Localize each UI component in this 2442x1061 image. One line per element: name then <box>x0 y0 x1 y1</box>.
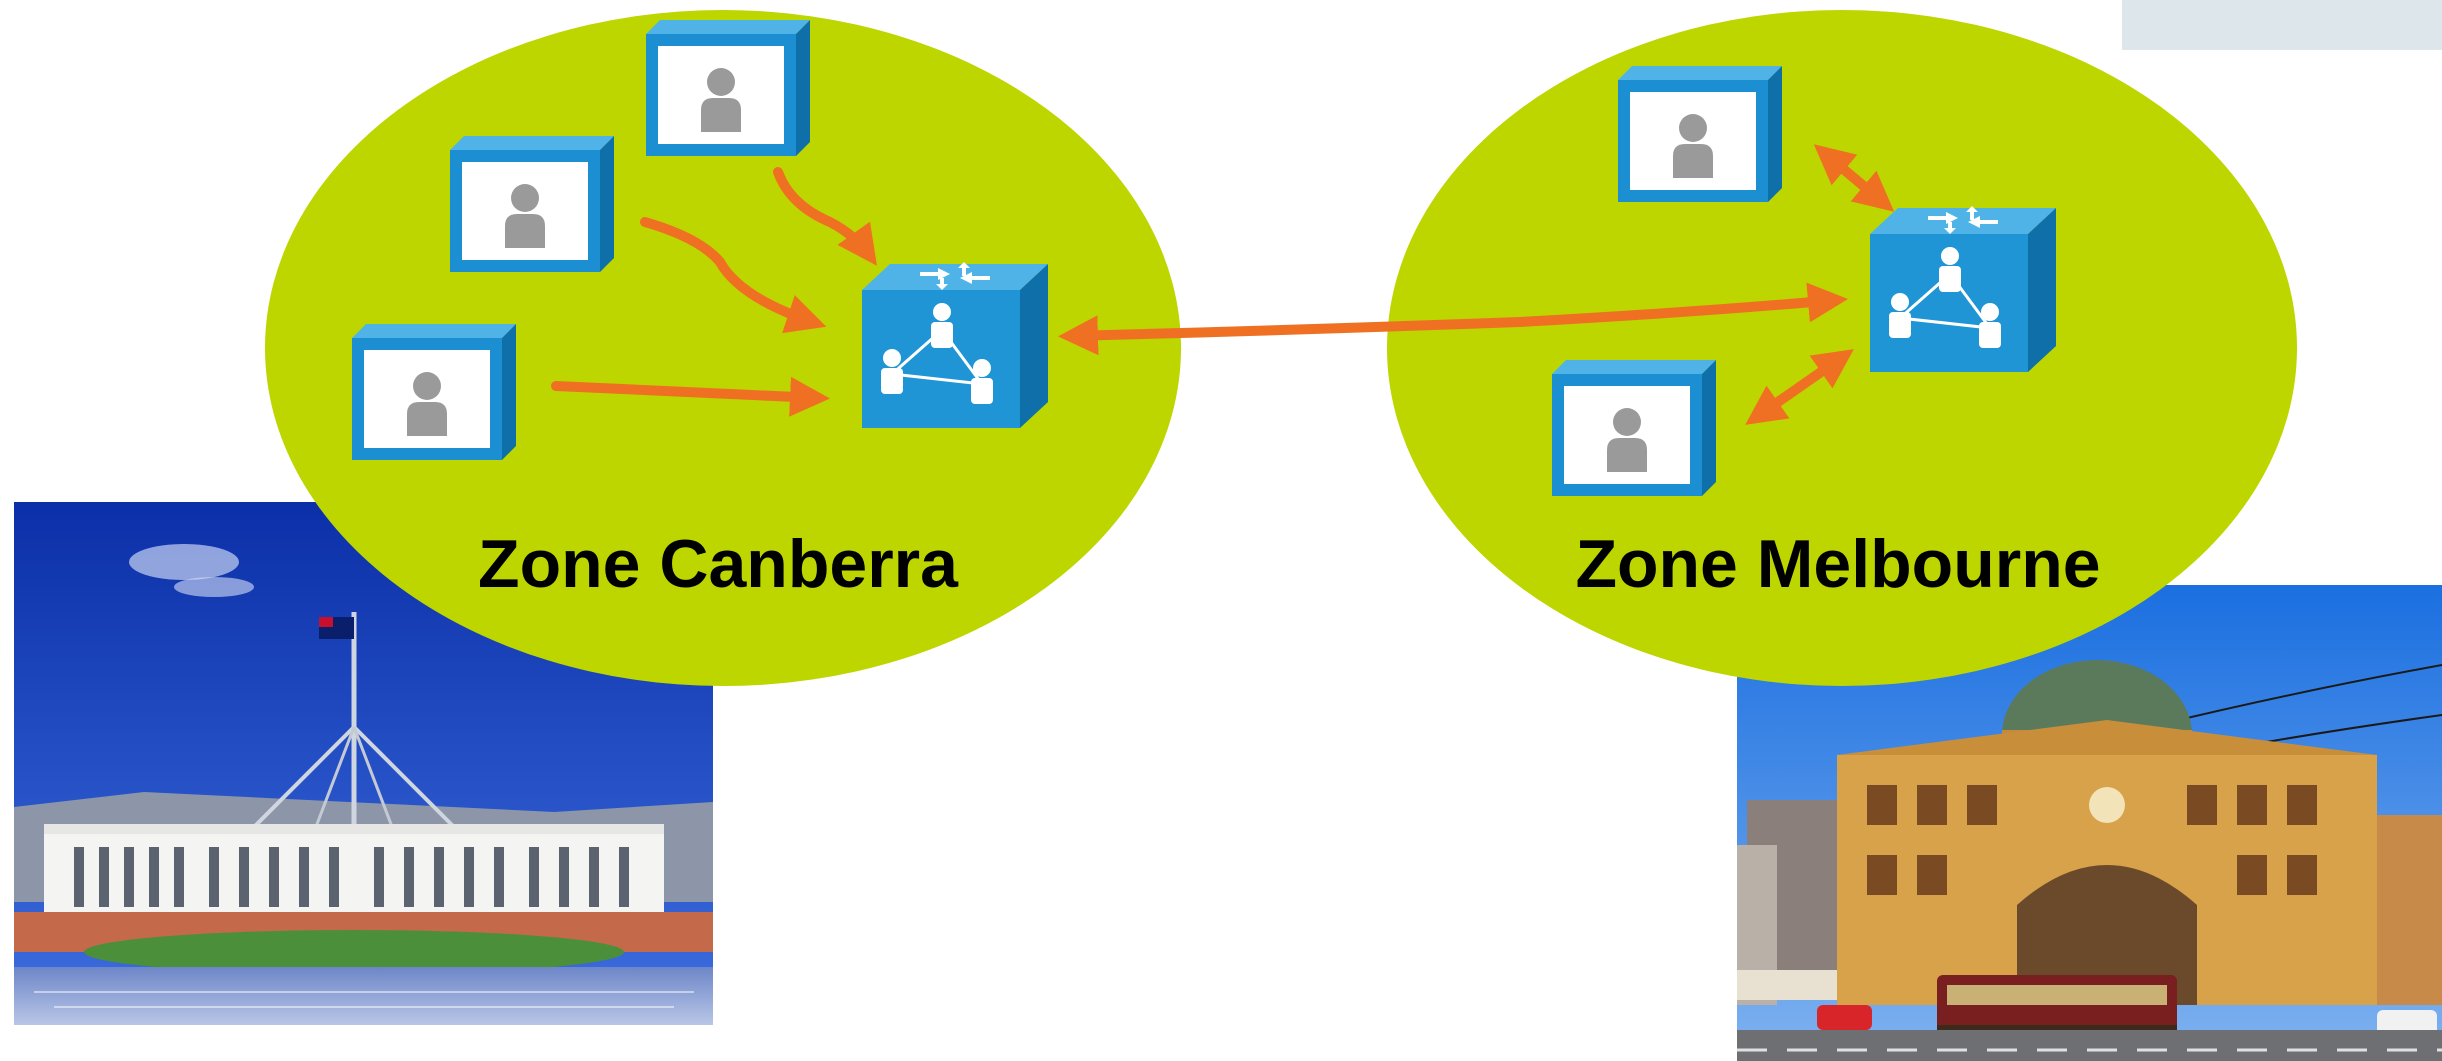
corner-panel <box>2122 0 2442 50</box>
gatekeeper-canberra-icon <box>860 260 1050 430</box>
arrow-endpoint-to-gatekeeper <box>640 217 827 334</box>
video-endpoint-icon <box>352 324 516 460</box>
arrow-endpoint-to-gatekeeper <box>773 167 877 266</box>
video-endpoint-icon <box>1618 66 1782 202</box>
gatekeeper-melbourne-icon <box>1868 204 2058 374</box>
arrow-endpoint-gatekeeper-melbourne <box>1813 144 1895 212</box>
arrow-endpoint-gatekeeper-melbourne <box>1745 349 1854 425</box>
arrow-gatekeeper-to-gatekeeper <box>1058 282 1848 356</box>
zone-melbourne-label: Zone Melbourne <box>1575 526 2100 602</box>
zone-canberra-label: Zone Canberra <box>478 526 959 602</box>
video-endpoint-icon <box>450 136 614 272</box>
video-endpoint-icon <box>1552 360 1716 496</box>
video-endpoint-icon <box>646 20 810 156</box>
arrow-endpoint-to-gatekeeper <box>551 376 830 417</box>
